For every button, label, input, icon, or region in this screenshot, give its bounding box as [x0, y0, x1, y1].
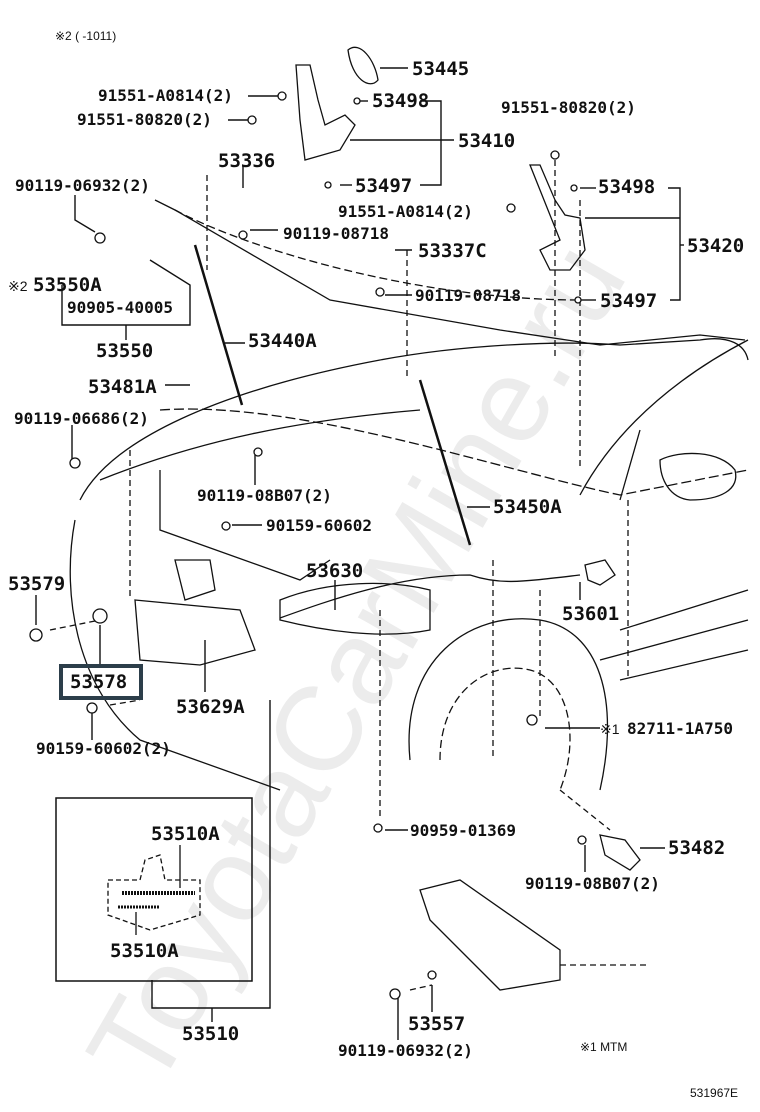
rear-body: [619, 649, 749, 681]
headlight: [279, 582, 431, 635]
front-bumper: [69, 519, 281, 791]
hood-front: [99, 409, 421, 481]
lower-support: [419, 879, 561, 991]
note-1-mtm: ※1 MTM: [580, 1040, 628, 1054]
part-label-82711-1A750[interactable]: 82711-1A750: [627, 719, 733, 738]
part-label-90959-01369[interactable]: 90959-01369: [410, 821, 516, 840]
part-label-53497[interactable]: 53497: [600, 290, 658, 312]
part-label-90119-06932[interactable]: 90119-06932(2): [338, 1041, 473, 1060]
hinge-cover: [347, 46, 379, 85]
rocker2: [599, 619, 749, 661]
a-pillar: [619, 429, 641, 501]
spring-clip: [107, 854, 201, 931]
part-label-53420[interactable]: 53420: [687, 235, 745, 257]
part-label-53579[interactable]: 53579: [8, 573, 66, 595]
part-label-53336[interactable]: 53336: [218, 150, 276, 172]
part-label-90905-40005[interactable]: 90905-40005: [67, 298, 173, 317]
part-label-53410[interactable]: 53410: [458, 130, 516, 152]
rocker: [619, 589, 749, 631]
figure-code: 531967E: [690, 1086, 739, 1100]
mirror: [659, 452, 737, 501]
part-label-90119-08B07[interactable]: 90119-08B07(2): [197, 486, 332, 505]
windshield: [579, 339, 749, 496]
part-label-53337C[interactable]: 53337C: [418, 240, 487, 262]
part-label-53630[interactable]: 53630: [306, 560, 364, 582]
highlighted-part-box: [59, 664, 143, 700]
note-2-mark: ※2: [8, 278, 28, 294]
part-label-91551-80820[interactable]: 91551-80820(2): [77, 110, 212, 129]
part-label-53481A[interactable]: 53481A: [88, 376, 157, 398]
part-label-53440A[interactable]: 53440A: [248, 330, 317, 352]
part-label-53629A[interactable]: 53629A: [176, 696, 245, 718]
part-label-90119-06686[interactable]: 90119-06686(2): [14, 409, 149, 428]
lock-bracket: [134, 599, 256, 666]
release-cable: [279, 574, 581, 619]
seal-bracket: [599, 834, 641, 871]
strut-left: [193, 244, 244, 406]
part-label-90119-08718[interactable]: 90119-08718: [283, 224, 389, 243]
fasteners: [29, 91, 587, 1000]
spring-detail-box: [55, 797, 253, 982]
part-label-53601[interactable]: 53601: [562, 603, 620, 625]
release-handle: [584, 559, 616, 586]
leader-lines: [35, 67, 684, 1040]
fender-line: [159, 408, 749, 496]
part-label-53450A[interactable]: 53450A: [493, 496, 562, 518]
part-label-90159-60602[interactable]: 90159-60602(2): [36, 739, 171, 758]
wheel-arch: [408, 618, 609, 791]
part-label-53550[interactable]: 53550: [96, 340, 154, 362]
part-label-90119-08B07[interactable]: 90119-08B07(2): [525, 874, 660, 893]
part-label-53510A[interactable]: 53510A: [110, 940, 179, 962]
part-label-53497[interactable]: 53497: [355, 175, 413, 197]
hood-lock: [174, 559, 216, 601]
part-label-53510A[interactable]: 53510A: [151, 823, 220, 845]
part-label-53557[interactable]: 53557: [408, 1013, 466, 1035]
part-label-90119-08718[interactable]: 90119-08718: [415, 286, 521, 305]
dashed-guides: [49, 160, 650, 991]
part-label-53445[interactable]: 53445: [412, 58, 470, 80]
part-label-91551-A0814[interactable]: 91551-A0814(2): [338, 202, 473, 221]
grille-opening: [159, 470, 331, 581]
hinge-right: [529, 164, 586, 271]
hinge-left: [295, 64, 356, 161]
hood-outline: [154, 199, 746, 346]
hood-edge: [174, 209, 581, 301]
part-label-53482[interactable]: 53482: [668, 837, 726, 859]
part-label-53578[interactable]: 53578: [70, 671, 128, 693]
strut-right: [418, 379, 472, 546]
part-label-90119-06932[interactable]: 90119-06932(2): [15, 176, 150, 195]
part-label-53510[interactable]: 53510: [182, 1023, 240, 1045]
part-label-53498[interactable]: 53498: [372, 90, 430, 112]
part-label-53498[interactable]: 53498: [598, 176, 656, 198]
note-1-mark: ※1: [600, 721, 620, 737]
note-2-date-range: ※2 ( -1011): [55, 29, 117, 43]
wheel: [439, 667, 571, 791]
part-label-53550A[interactable]: 53550A: [33, 274, 102, 296]
car-body: [79, 338, 749, 501]
part-label-90159-60602[interactable]: 90159-60602: [266, 516, 372, 535]
part-label-91551-A0814[interactable]: 91551-A0814(2): [98, 86, 233, 105]
part-label-91551-80820[interactable]: 91551-80820(2): [501, 98, 636, 117]
